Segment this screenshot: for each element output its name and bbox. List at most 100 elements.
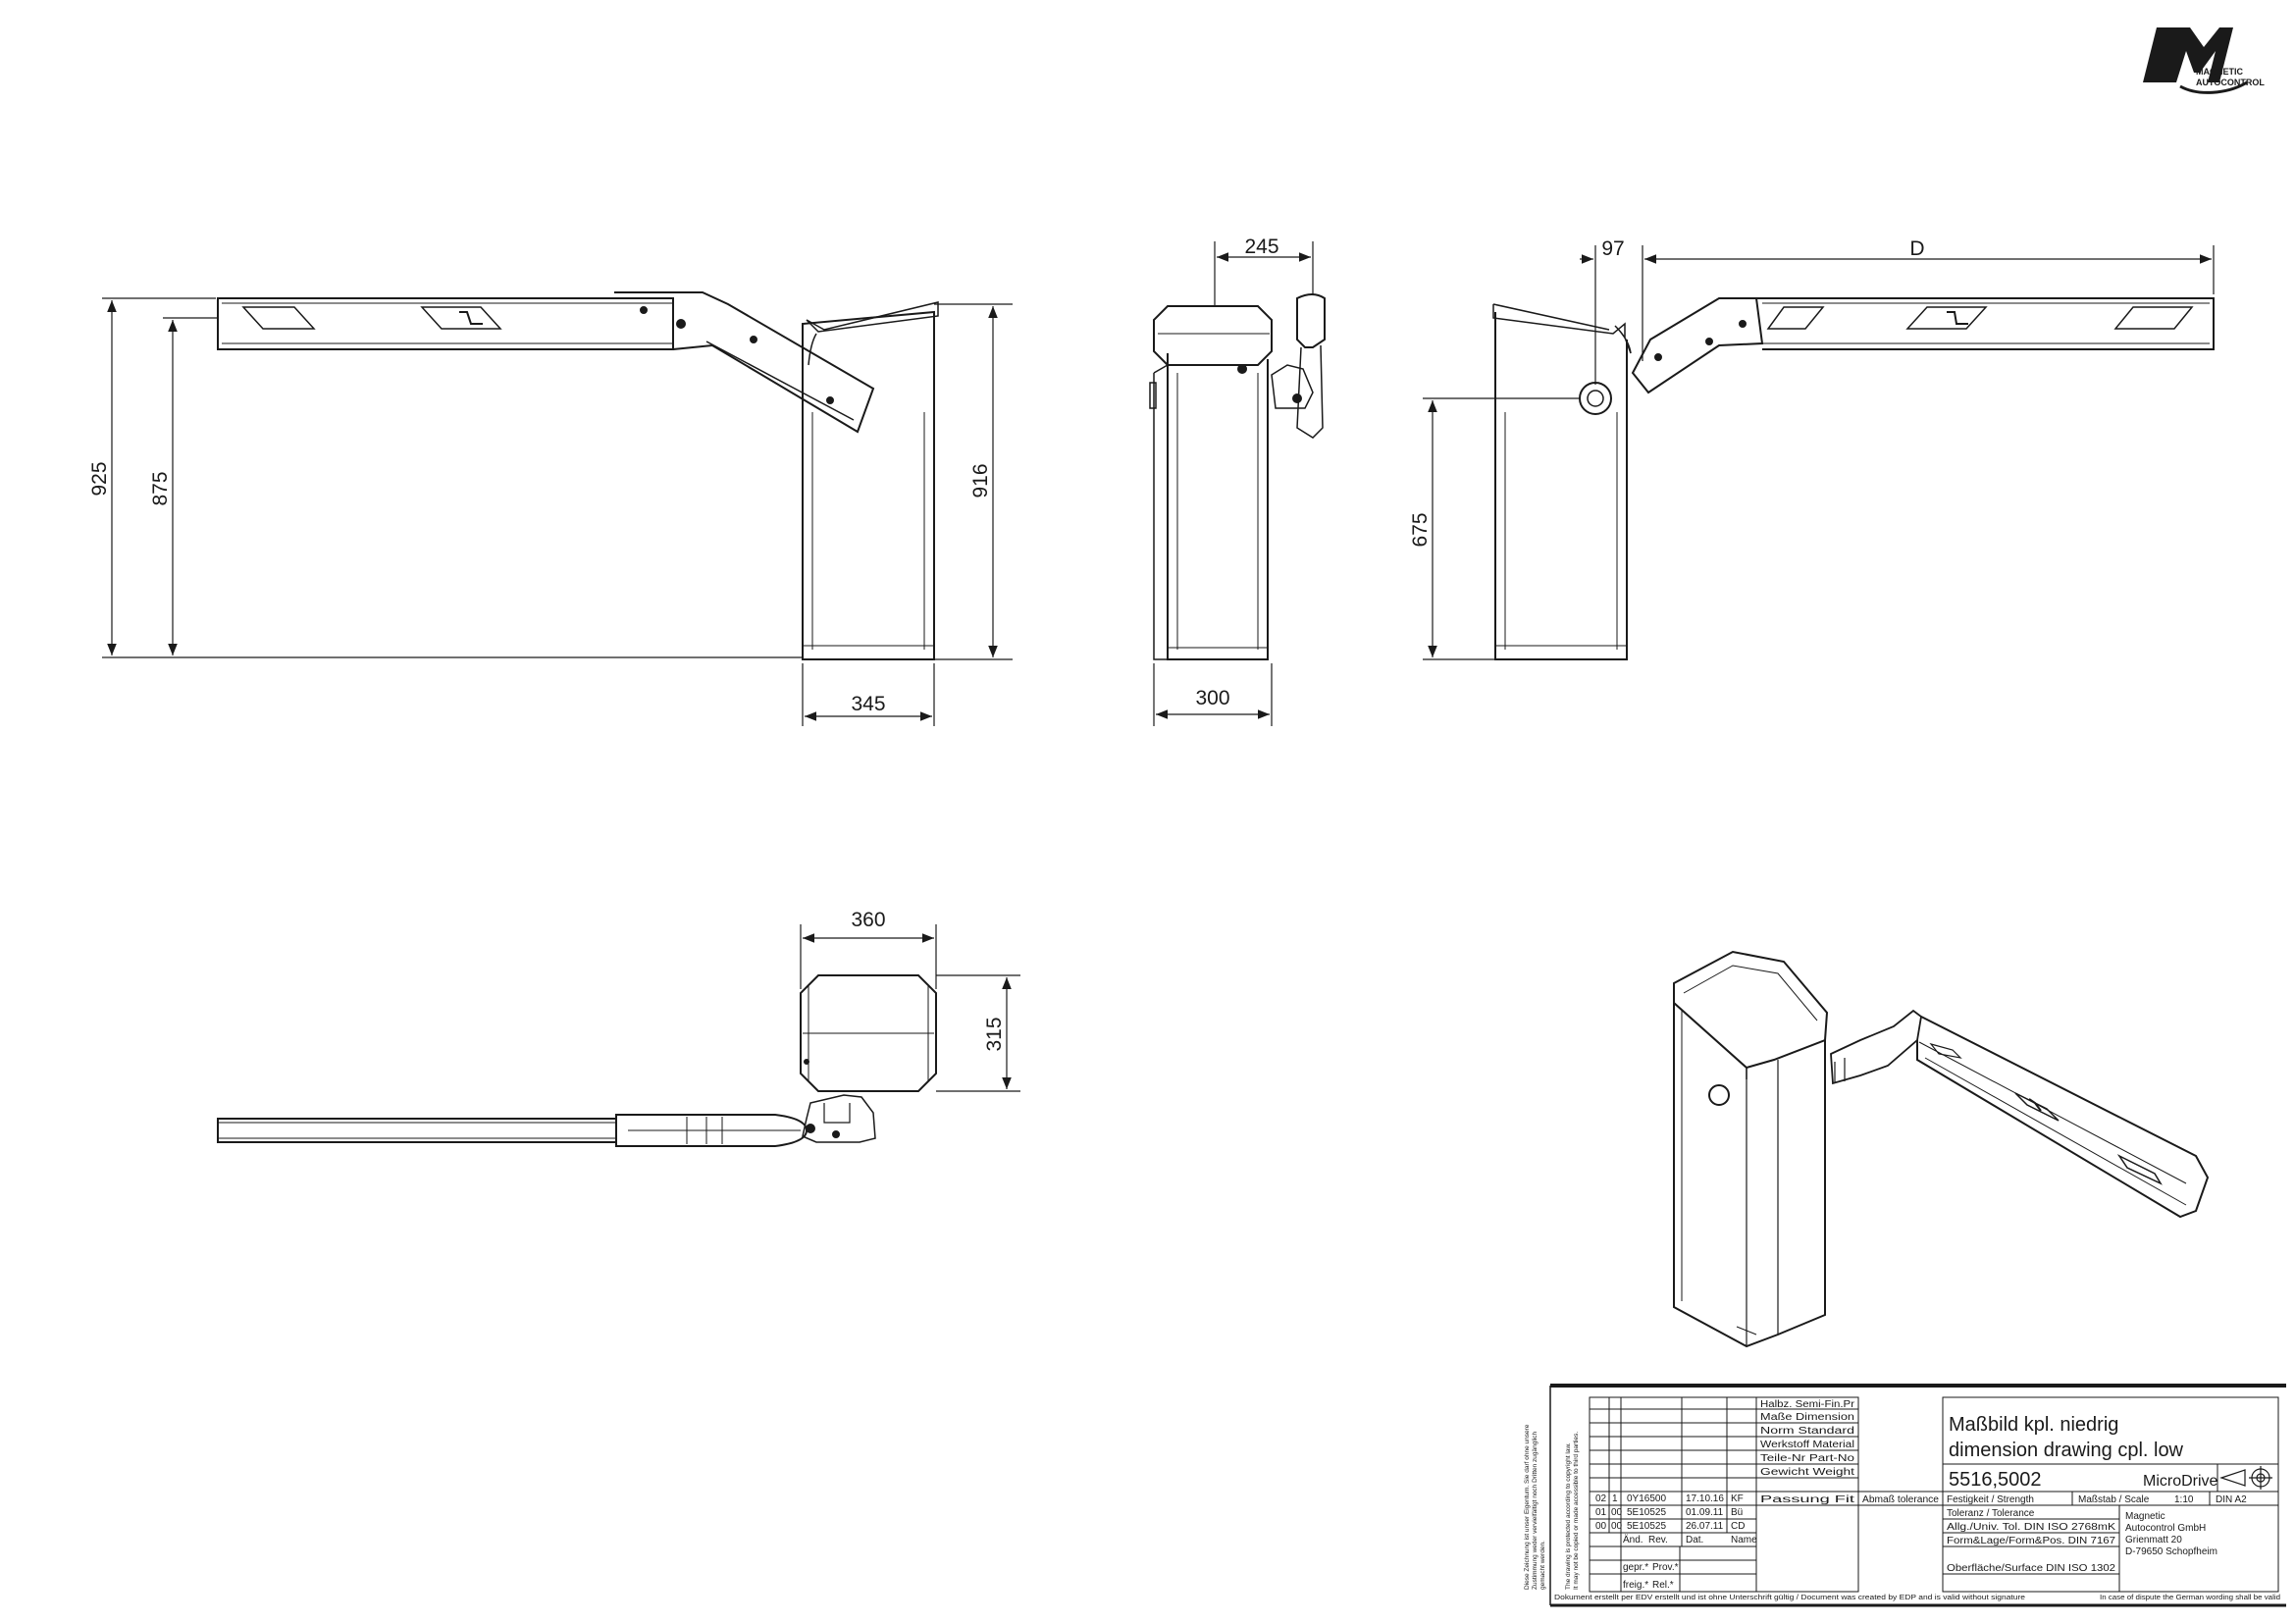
rev-row-date: 17.10.16 bbox=[1686, 1493, 1724, 1504]
legal-text-4: The drawing is protected according to co… bbox=[1565, 1442, 1572, 1590]
dim-boom-height: 875 bbox=[149, 471, 172, 505]
product-name: MicroDrive bbox=[2143, 1473, 2218, 1490]
isometric-view bbox=[1673, 950, 2210, 1348]
rev-row-no: 00 bbox=[1611, 1507, 1623, 1518]
rev-row-name: KF bbox=[1731, 1493, 1744, 1504]
front-boom bbox=[217, 297, 674, 350]
checked-label: gepr.* bbox=[1623, 1562, 1648, 1573]
field-fit: Passung Fit bbox=[1760, 1494, 1854, 1505]
front-view bbox=[110, 291, 939, 660]
dim-housing-depth: 345 bbox=[851, 693, 885, 715]
surface-tolerance: Oberfläche/Surface DIN ISO 1302 bbox=[1947, 1563, 2115, 1574]
iso-housing-top bbox=[1673, 950, 1829, 1070]
company-street: Grienmatt 20 bbox=[2125, 1535, 2182, 1545]
rev-row-ch: 01 bbox=[1595, 1507, 1607, 1518]
field-tolerance: Abmaß tolerance bbox=[1862, 1494, 1939, 1505]
rear-dimensions bbox=[1423, 245, 2215, 660]
rev-row-ch: 02 bbox=[1595, 1493, 1607, 1504]
front-housing-cap bbox=[806, 301, 939, 333]
rev-row-ch: 00 bbox=[1595, 1521, 1607, 1532]
dim-side-base-width: 300 bbox=[1195, 687, 1229, 709]
dim-rear-pivot-offset: 97 bbox=[1601, 237, 1624, 260]
logo-text-line1: MAGNETIC bbox=[2196, 67, 2243, 77]
strength-label: Festigkeit / Strength bbox=[1947, 1494, 2034, 1505]
iso-boom bbox=[1916, 1016, 2210, 1219]
side-housing-cap bbox=[1153, 305, 1273, 366]
dim-top-width: 360 bbox=[851, 909, 885, 931]
sheet-format: DIN A2 bbox=[2216, 1494, 2247, 1505]
projection-symbol-icon bbox=[2219, 1466, 2272, 1490]
top-boom-sleeve bbox=[615, 1114, 808, 1147]
rear-boom-reflector-2 bbox=[1905, 306, 1988, 330]
rear-boom-reflector-3 bbox=[2113, 306, 2194, 330]
field-standard: Norm Standard bbox=[1760, 1426, 1854, 1437]
field-dimension: Maße Dimension bbox=[1760, 1412, 1854, 1423]
legal-text-2: Zustimmung weder vervielfältigt noch Dri… bbox=[1532, 1431, 1539, 1590]
footer-dispute-note: In case of dispute the German wording sh… bbox=[2100, 1595, 2280, 1601]
side-housing bbox=[1167, 353, 1269, 660]
rear-view bbox=[1492, 297, 2215, 660]
top-drive bbox=[802, 1094, 876, 1143]
scale-label: Maßstab / Scale bbox=[2078, 1494, 2150, 1505]
field-part-no: Teile-Nr Part-No bbox=[1760, 1453, 1855, 1464]
iso-housing-body bbox=[1673, 1003, 1826, 1348]
iso-drive-cover bbox=[1708, 1084, 1730, 1106]
iso-boom-reflector-3 bbox=[2116, 1154, 2163, 1185]
rev-row-no: 1 bbox=[1612, 1493, 1618, 1504]
iso-boom-reflector-1 bbox=[1929, 1042, 1962, 1059]
front-housing bbox=[802, 310, 935, 660]
dim-top-depth: 315 bbox=[983, 1017, 1006, 1051]
rev-header-name: Name bbox=[1731, 1535, 1757, 1545]
rev-row-no: 00 bbox=[1611, 1521, 1623, 1532]
form-position-tolerance: Form&Lage/Form&Pos. DIN 7167 bbox=[1947, 1536, 2115, 1546]
rev-header-date: Dat. bbox=[1686, 1535, 1703, 1545]
field-weight: Gewicht Weight bbox=[1760, 1467, 1854, 1478]
rear-boom bbox=[1756, 297, 2215, 350]
legal-text-1: Diese Zeichnung ist unser Eigentum. Sie … bbox=[1524, 1424, 1531, 1590]
dim-housing-height: 916 bbox=[969, 463, 992, 498]
logo-mark-icon bbox=[2143, 27, 2233, 82]
drawing-title-en: dimension drawing cpl. low bbox=[1949, 1440, 2184, 1461]
rev-header-change: Änd. bbox=[1623, 1534, 1643, 1545]
top-view bbox=[217, 974, 937, 1147]
iso-boom-arm bbox=[1830, 1009, 1922, 1085]
tolerance-label: Toleranz / Tolerance bbox=[1947, 1508, 2035, 1519]
title-block: Diese Zeichnung ist unser Eigentum. Sie … bbox=[1524, 1384, 2286, 1607]
legal-text-5: It may not be copied or made accessible … bbox=[1573, 1432, 1580, 1590]
company-logo: MAGNETIC AUTOCONTROL bbox=[2143, 27, 2265, 94]
rev-row-doc: 5E10525 bbox=[1627, 1521, 1666, 1532]
company-name-2: Autocontrol GmbH bbox=[2125, 1523, 2206, 1534]
rear-boom-reflector-1 bbox=[1766, 306, 1825, 330]
logo-text-line2: AUTOCONTROL bbox=[2196, 78, 2265, 87]
footer-edp-note: Dokument erstellt per EDV erstellt und i… bbox=[1554, 1595, 2025, 1601]
released-label: freig.* bbox=[1623, 1580, 1648, 1591]
side-view bbox=[1149, 293, 1326, 660]
general-tolerance: Allg./Univ. Tol. DIN ISO 2768mK bbox=[1947, 1522, 2115, 1533]
dim-side-top-width: 245 bbox=[1244, 236, 1278, 258]
front-boom-reflector-2 bbox=[420, 306, 502, 330]
checked-label: Prov.* bbox=[1652, 1562, 1679, 1573]
rev-row-name: Bü bbox=[1731, 1507, 1743, 1518]
company-city: D-79650 Schopfheim bbox=[2125, 1546, 2217, 1557]
field-material: Werkstoff Material bbox=[1760, 1440, 1854, 1450]
rev-header-rev: Rev. bbox=[1648, 1535, 1668, 1545]
front-dimensions bbox=[102, 297, 1013, 726]
rear-housing bbox=[1494, 312, 1628, 660]
top-housing bbox=[800, 974, 937, 1092]
front-boom-reflector-1 bbox=[241, 306, 316, 330]
drawing-title-de: Maßbild kpl. niedrig bbox=[1949, 1414, 2118, 1436]
rev-row-date: 01.09.11 bbox=[1686, 1507, 1724, 1518]
side-boom-section bbox=[1296, 293, 1326, 348]
rear-boom-arm bbox=[1631, 297, 1764, 394]
dim-overall-height: 925 bbox=[88, 461, 111, 496]
legal-text-3: gemacht werden. bbox=[1539, 1541, 1546, 1590]
scale-value: 1:10 bbox=[2174, 1494, 2194, 1505]
rear-drive-cover bbox=[1579, 382, 1612, 415]
drawing-number: 5516,5002 bbox=[1949, 1469, 2042, 1491]
side-dimensions bbox=[1153, 241, 1314, 726]
dim-rear-boom-length: D bbox=[1909, 237, 1924, 260]
rev-row-doc: 5E10525 bbox=[1627, 1507, 1666, 1518]
rear-housing-cap bbox=[1492, 304, 1632, 354]
rev-row-date: 26.07.11 bbox=[1686, 1521, 1724, 1532]
